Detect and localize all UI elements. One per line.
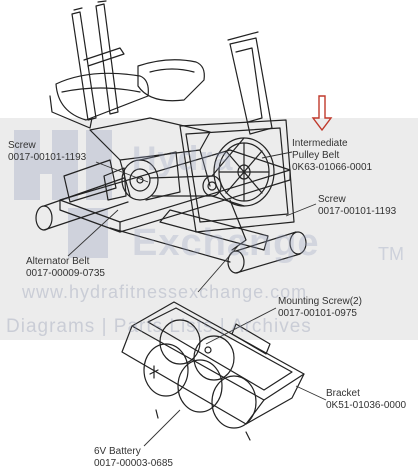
part-name-2: Pulley Belt [292, 150, 340, 161]
watermark-band [0, 118, 418, 340]
rear-upright [227, 31, 273, 135]
part-name: Mounting Screw(2) [278, 296, 362, 307]
watermark-url: www.hydrafitnessexchange.com [22, 282, 308, 302]
front-foot [35, 177, 129, 231]
seat-assembly [49, 59, 205, 129]
handlebar-assembly [71, 0, 125, 121]
part-name: Bracket [326, 388, 360, 399]
main-frame [59, 117, 295, 263]
part-name: Screw [318, 194, 346, 205]
callout-lines [67, 151, 327, 447]
part-number: 0K51-01036-0000 [326, 400, 407, 411]
watermark-tagline: Diagrams | Parts Lists | Archives [6, 316, 312, 337]
part-number: 0017-00101-0975 [278, 308, 357, 319]
label-screw-right: Screw 0017-00101-1193 [318, 194, 396, 218]
part-number: 0017-00101-1193 [8, 152, 87, 163]
watermark-line2: Exchange [132, 222, 320, 264]
part-number: 0017-00003-0685 [94, 458, 173, 469]
label-bracket: Bracket 0K51-01036-0000 [326, 388, 406, 412]
rear-foot [227, 231, 307, 274]
part-name: 6V Battery [94, 446, 141, 457]
batteries [143, 319, 257, 441]
part-number: 0017-00101-1193 [318, 206, 397, 217]
label-6v-battery: 6V Battery 0017-00003-0685 [94, 446, 173, 470]
label-screw-left: Screw 0017-00101-1193 [8, 140, 86, 164]
part-name: Alternator Belt [26, 256, 90, 267]
part-number: 0K63-01066-0001 [292, 162, 373, 173]
red-down-arrow-icon [311, 95, 333, 132]
label-intermediate-pulley-belt: Intermediate Pulley Belt 0K63-01066-0001 [292, 138, 372, 174]
watermark-line1: Hydra [132, 140, 234, 178]
part-name: Intermediate [292, 138, 348, 149]
label-mounting-screw: Mounting Screw(2) 0017-00101-0975 [278, 296, 362, 320]
intermediate-pulley [149, 137, 275, 207]
part-name: Screw [8, 140, 36, 151]
watermark-trademark: TM [378, 244, 404, 264]
part-number: 0017-00009-0735 [26, 268, 105, 279]
label-alternator-belt: Alternator Belt 0017-00009-0735 [26, 256, 105, 280]
